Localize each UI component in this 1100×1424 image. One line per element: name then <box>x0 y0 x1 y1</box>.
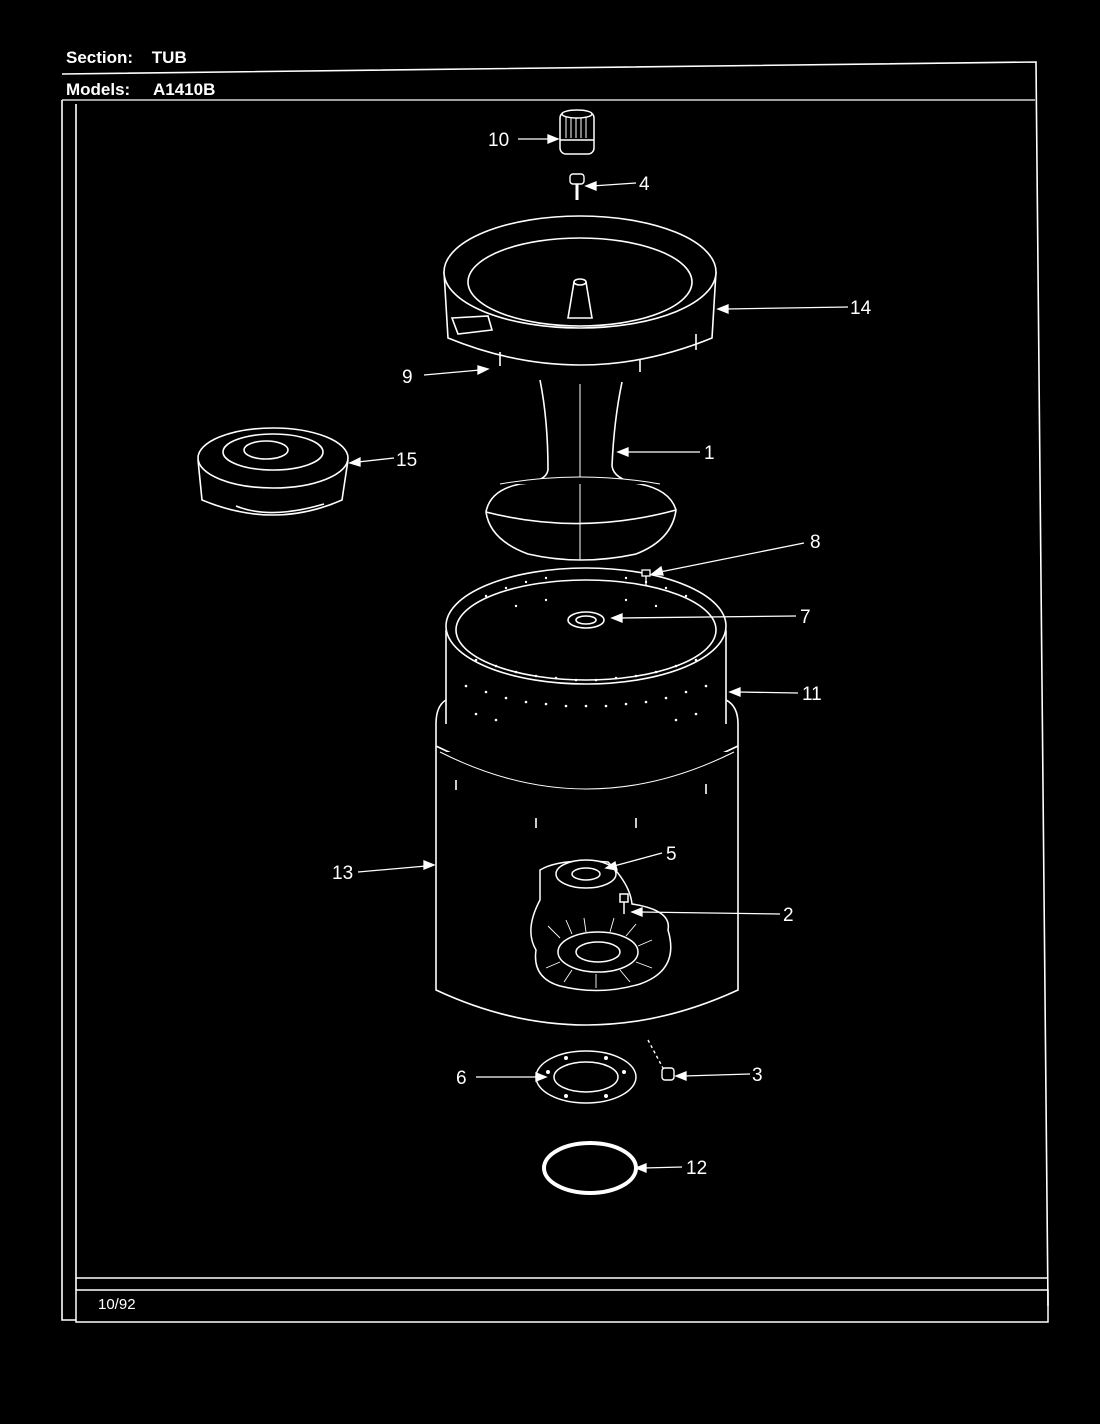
date-code: 10/92 <box>98 1296 136 1313</box>
models-label: Models: <box>66 80 131 99</box>
part-15-dispenser <box>197 427 349 516</box>
part-8-screw <box>641 569 651 586</box>
callout-2: 2 <box>783 905 794 926</box>
page-border <box>61 61 1049 1323</box>
callout-11: 11 <box>802 684 822 705</box>
section-label: Section: <box>66 48 134 67</box>
models-value: A1410B <box>152 80 216 99</box>
part-3-bolt <box>647 1039 675 1081</box>
part-4-bolt <box>569 173 585 200</box>
part-1-agitator <box>485 379 677 561</box>
part-6-gasket <box>535 1050 637 1104</box>
leader-lines <box>348 134 849 1173</box>
callout-numbers: 10 4 14 9 1 15 8 7 11 13 5 2 6 3 12 <box>332 130 872 1179</box>
callout-6: 6 <box>456 1068 467 1089</box>
callout-5: 5 <box>666 844 677 865</box>
section-header: Section: TUB <box>66 48 187 68</box>
callout-1: 1 <box>704 443 715 464</box>
models-header: Models: A1410B <box>66 80 215 100</box>
callout-4: 4 <box>639 174 650 195</box>
part-2-5-tub-hub <box>530 859 672 992</box>
part-14-top-ring <box>443 215 717 372</box>
callout-13: 13 <box>332 863 353 884</box>
callout-12: 12 <box>686 1158 707 1179</box>
callout-14: 14 <box>850 298 872 319</box>
callout-7: 7 <box>800 607 811 628</box>
part-12-ring <box>542 1141 638 1195</box>
callout-10: 10 <box>488 130 509 151</box>
section-value: TUB <box>151 48 187 67</box>
callout-8: 8 <box>810 532 821 553</box>
callout-15: 15 <box>396 450 417 471</box>
callout-9: 9 <box>402 367 413 388</box>
callout-3: 3 <box>752 1065 763 1086</box>
part-10-agitator-cap <box>559 109 595 155</box>
